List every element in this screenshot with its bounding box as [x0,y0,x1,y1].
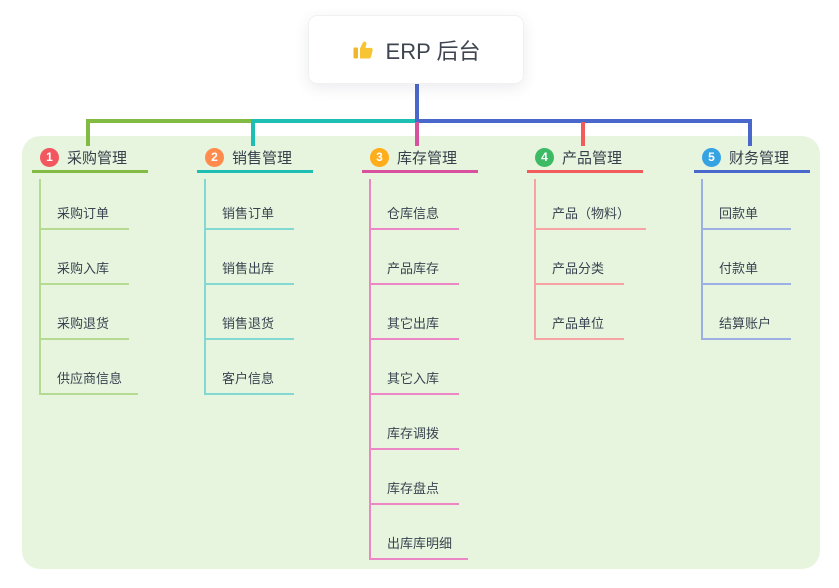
root-connector-line [415,84,419,120]
branch-header-finance[interactable]: 5 财务管理 [694,147,810,173]
branch-4-label: 产品管理 [562,149,623,167]
branch-header-sales[interactable]: 2 销售管理 [197,147,313,173]
branch-5-label: 财务管理 [729,149,790,167]
node-receipt-bill[interactable]: 回款单 [701,200,791,230]
branch-1-badge: 1 [40,147,59,167]
node-sales-outbound[interactable]: 销售出库 [204,255,294,285]
node-purchase-return[interactable]: 采购退货 [39,310,129,340]
node-outbound-detail[interactable]: 出库库明细 [369,530,469,560]
node-product-category[interactable]: 产品分类 [534,255,624,285]
branch-3-rail [369,179,371,560]
drop-branch-5 [748,119,752,146]
drop-branch-3 [415,122,419,146]
node-stock-count[interactable]: 库存盘点 [369,475,459,505]
drop-branch-2 [251,119,255,146]
bus-segment-green [86,119,253,123]
node-other-inbound[interactable]: 其它入库 [369,365,459,395]
branch-1-label: 采购管理 [67,149,128,167]
branch-5-badge: 5 [702,147,721,167]
node-stock-transfer[interactable]: 库存调拨 [369,420,459,450]
node-purchase-inbound[interactable]: 采购入库 [39,255,129,285]
drop-branch-1 [86,119,90,146]
node-sales-return[interactable]: 销售退货 [204,310,294,340]
branch-3-label: 库存管理 [397,149,458,167]
branches-panel [22,136,820,569]
thumbs-up-icon [352,38,376,62]
branch-header-product[interactable]: 4 产品管理 [527,147,643,173]
node-product-material[interactable]: 产品（物料） [534,200,647,230]
branch-header-purchase[interactable]: 1 采购管理 [32,147,148,173]
node-supplier-info[interactable]: 供应商信息 [39,365,139,395]
bus-segment-teal [251,119,417,123]
node-product-stock[interactable]: 产品库存 [369,255,459,285]
bus-segment-blue [415,119,752,123]
node-purchase-order[interactable]: 采购订单 [39,200,129,230]
node-warehouse-info[interactable]: 仓库信息 [369,200,459,230]
branch-4-rail [534,179,536,340]
branch-1-rail [39,179,41,395]
root-label: ERP 后台 [385,38,481,64]
node-sales-order[interactable]: 销售订单 [204,200,294,230]
branch-header-inventory[interactable]: 3 库存管理 [362,147,478,173]
root-node[interactable]: ERP 后台 [308,15,524,84]
node-customer-info[interactable]: 客户信息 [204,365,294,395]
drop-branch-4 [581,122,585,146]
branch-2-badge: 2 [205,147,224,167]
node-other-outbound[interactable]: 其它出库 [369,310,459,340]
node-settlement-account[interactable]: 结算账户 [701,310,791,340]
node-payment-bill[interactable]: 付款单 [701,255,791,285]
branch-5-rail [701,179,703,340]
branch-3-badge: 3 [370,147,389,167]
node-product-unit[interactable]: 产品单位 [534,310,624,340]
branch-4-badge: 4 [535,147,554,167]
branch-2-label: 销售管理 [232,149,293,167]
branch-2-rail [204,179,206,395]
